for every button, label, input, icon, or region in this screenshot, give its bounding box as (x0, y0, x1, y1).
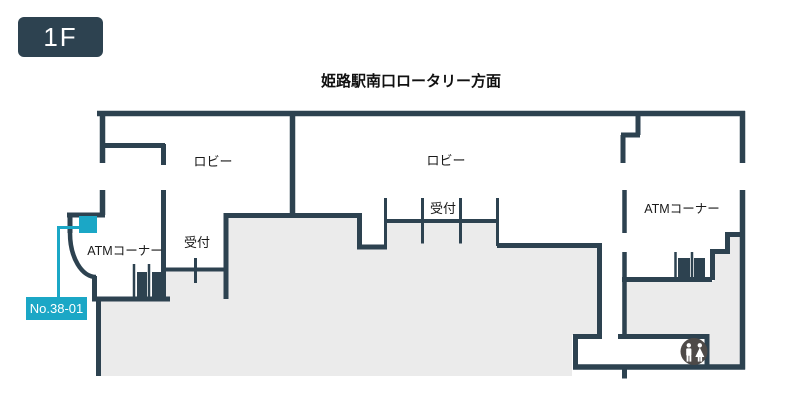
wall-left-jog (67, 212, 105, 233)
atm-machine (137, 272, 147, 297)
floor-areas (101, 215, 740, 376)
marker-label-box[interactable] (26, 297, 87, 320)
reception-center-dividers (384, 198, 499, 246)
floor-badge[interactable]: 1F (18, 17, 103, 57)
atm-machine (152, 272, 163, 297)
floor-area (497, 246, 598, 335)
area-labels: ロビー ロビー 受付 受付 ATMコーナー ATMコーナー (87, 153, 719, 258)
label-lobby-left: ロビー (193, 154, 232, 169)
wall-corridor (573, 334, 710, 369)
floor-area (101, 299, 572, 376)
wall-staircase (710, 232, 745, 280)
floor-area (714, 253, 740, 281)
marker-shapes (26, 216, 97, 320)
floor-area (387, 222, 497, 301)
label-reception-left: 受付 (184, 235, 210, 250)
map-title: 姫路駅南口ロータリー方面 (320, 73, 501, 90)
atm-right-dividers (674, 252, 694, 278)
marker-label[interactable]: No.38-01 (30, 301, 83, 316)
marker-booth-square[interactable] (79, 216, 97, 233)
wall-center-block (223, 213, 387, 299)
walls (67, 110, 746, 379)
wall-inner-left (105, 143, 166, 299)
label-lobby-center: ロビー (426, 153, 465, 168)
floor-area (709, 335, 740, 366)
wall-right-step (620, 111, 641, 163)
atm-machine (678, 258, 690, 278)
wall-left-lower (92, 276, 170, 376)
restroom-icon (680, 338, 708, 365)
floor-area (357, 248, 387, 301)
label-reception-center: 受付 (430, 201, 456, 216)
marker-connector-line (57, 226, 80, 298)
label-atm-right: ATMコーナー (644, 202, 719, 216)
floor-area (622, 281, 740, 335)
door-swing-arc (67, 232, 97, 280)
label-atm-left: ATMコーナー (87, 244, 162, 258)
atm-left-dividers (132, 264, 151, 297)
atm-machine (694, 258, 705, 278)
floor-area (729, 234, 740, 256)
atm-machines (137, 258, 705, 297)
floor-area (224, 215, 360, 301)
